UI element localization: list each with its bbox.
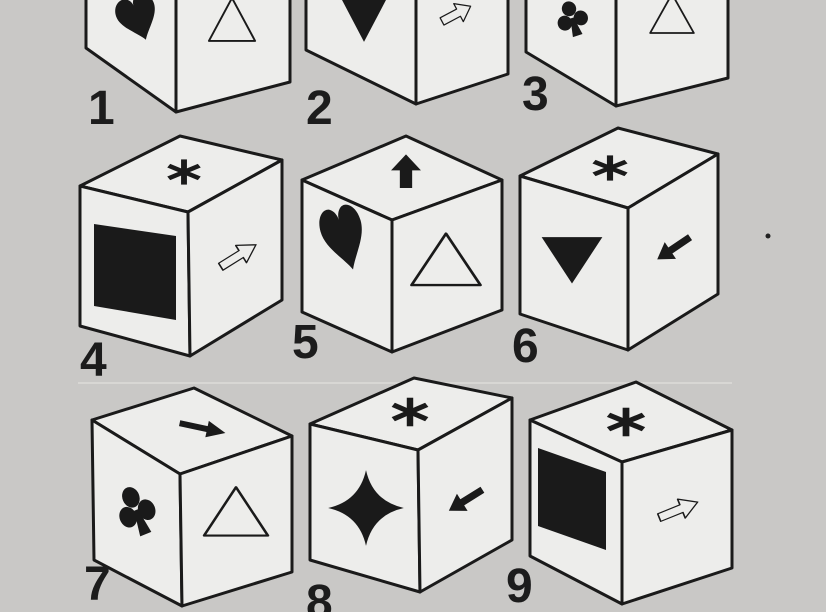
cube-7: 7 <box>84 388 292 611</box>
square-solid-icon <box>94 224 176 320</box>
cube-1: 1 <box>86 0 290 135</box>
cube-8-label: 8 <box>306 576 333 612</box>
cube-4: 4 <box>80 136 282 387</box>
cube-2-right-face <box>416 0 508 104</box>
cube-9-label: 9 <box>506 560 533 612</box>
cube-3: 3 <box>522 0 728 121</box>
cube-1-right-face <box>176 0 290 112</box>
cube-5: 5 <box>292 136 502 369</box>
cube-3-right-face <box>616 0 728 106</box>
cube-3-label: 3 <box>522 68 549 121</box>
cube-4-label: 4 <box>80 334 107 387</box>
cube-8: 8 <box>306 378 512 612</box>
cube-1-label: 1 <box>88 82 115 135</box>
cube-6-label: 6 <box>512 320 539 373</box>
cube-2-label: 2 <box>306 82 333 135</box>
cube-6: 6 <box>512 128 718 373</box>
scan-speck <box>766 234 771 239</box>
cube-9: 9 <box>506 382 732 612</box>
cube-5-label: 5 <box>292 316 319 369</box>
cube-9-right-face <box>622 430 732 604</box>
cube-2: 2 <box>306 0 508 135</box>
cube-7-label: 7 <box>84 558 111 611</box>
